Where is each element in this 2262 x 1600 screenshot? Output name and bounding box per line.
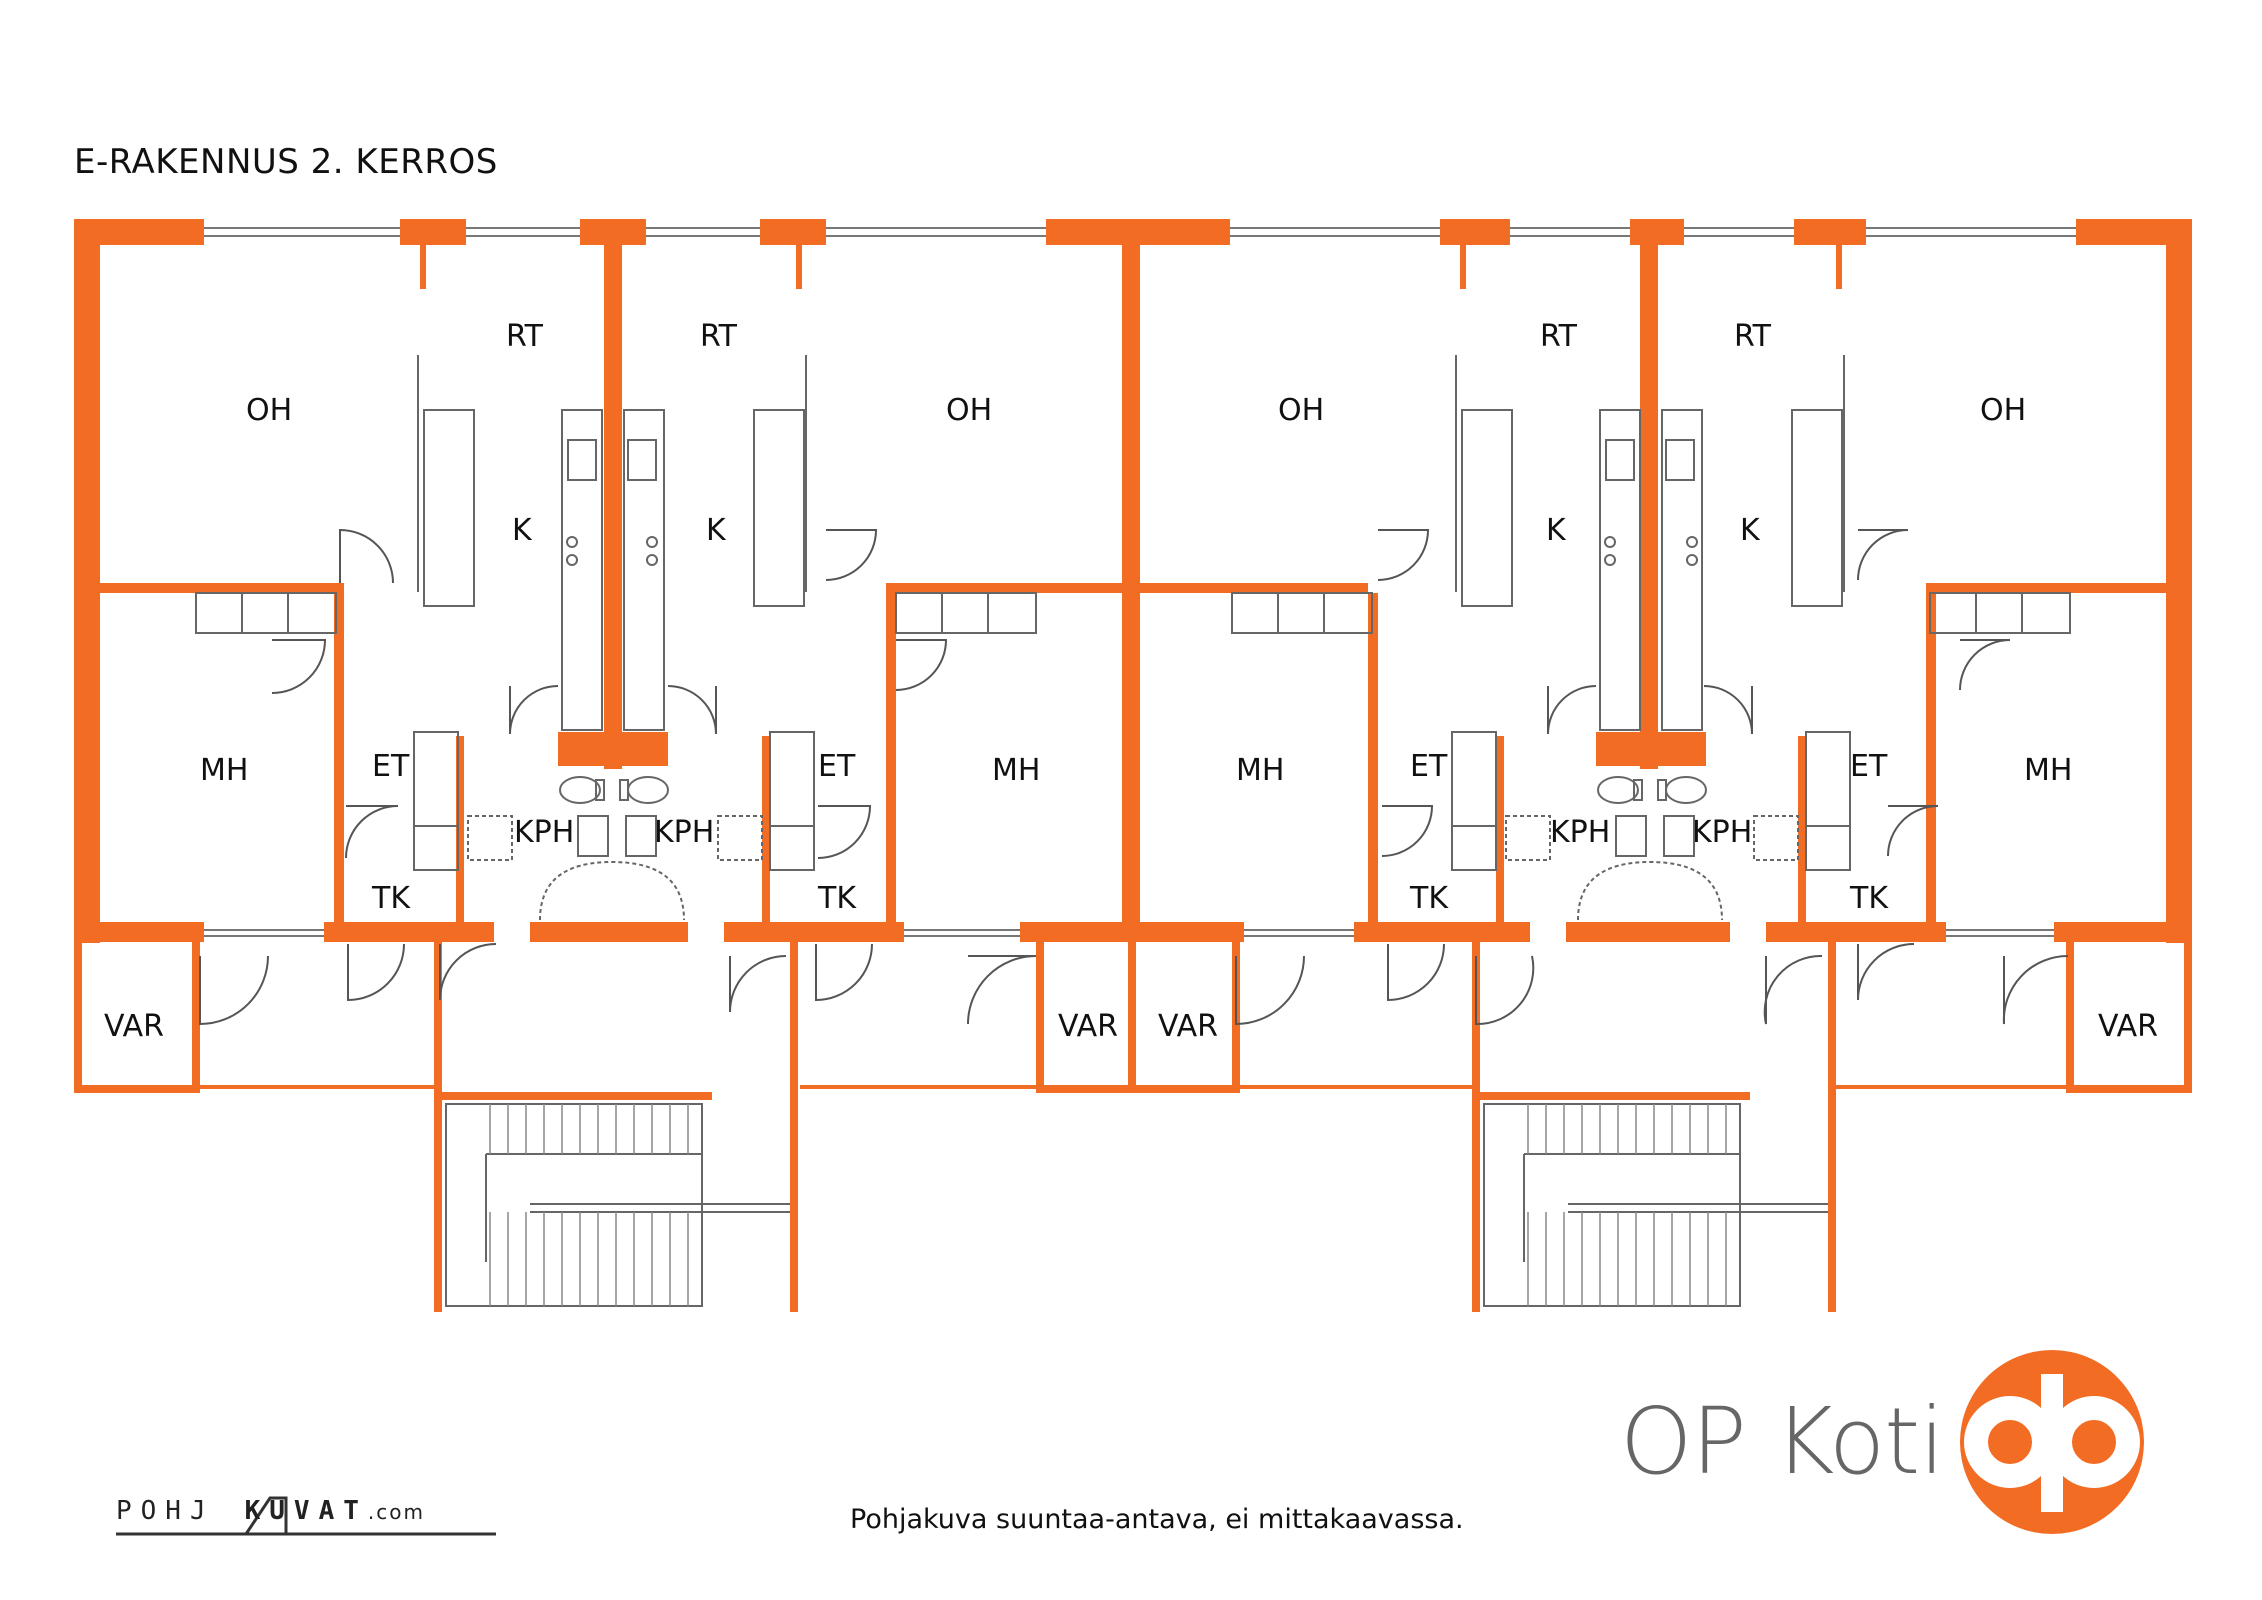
op-logo-icon xyxy=(1960,1350,2144,1534)
stairs-right xyxy=(1483,1103,1828,1307)
room-oh: OH xyxy=(246,393,292,428)
room-kph: KPH xyxy=(1692,815,1752,850)
fixtures xyxy=(195,355,2071,921)
room-et: ET xyxy=(1410,749,1448,784)
brand-name: OP Koti xyxy=(1620,1388,1945,1495)
room-oh: OH xyxy=(1980,393,2026,428)
stairs-left xyxy=(445,1103,790,1307)
room-kph: KPH xyxy=(514,815,574,850)
watermark-right: KUVAT xyxy=(244,1496,368,1526)
room-rt: RT xyxy=(700,319,738,354)
room-rt: RT xyxy=(1734,319,1772,354)
room-labels: OH RT K MH ET KPH TK VAR OH RT K MH ET K… xyxy=(104,319,2158,1044)
room-var: VAR xyxy=(1058,1009,1118,1044)
window-lines xyxy=(204,227,2076,937)
room-kph: KPH xyxy=(1550,815,1610,850)
room-mh: MH xyxy=(1236,753,1284,788)
room-var: VAR xyxy=(2098,1009,2158,1044)
stair-steps-left xyxy=(489,1104,689,1306)
plan-title: E-RAKENNUS 2. KERROS xyxy=(74,142,498,182)
room-tk: TK xyxy=(1409,881,1449,916)
room-var: VAR xyxy=(1158,1009,1218,1044)
watermark-left: POHJ xyxy=(116,1496,215,1526)
doors xyxy=(199,528,2069,1026)
room-rt: RT xyxy=(1540,319,1578,354)
room-kph: KPH xyxy=(654,815,714,850)
watermark-lines xyxy=(116,1496,496,1536)
room-k: K xyxy=(512,513,533,548)
watermark: POHJ KUVAT.com xyxy=(116,1496,425,1526)
watermark-suffix: .com xyxy=(367,1500,425,1524)
room-mh: MH xyxy=(992,753,1040,788)
room-tk: TK xyxy=(371,881,411,916)
room-et: ET xyxy=(818,749,856,784)
room-var: VAR xyxy=(104,1009,164,1044)
room-oh: OH xyxy=(946,393,992,428)
room-et: ET xyxy=(372,749,410,784)
room-mh: MH xyxy=(2024,753,2072,788)
room-oh: OH xyxy=(1278,393,1324,428)
room-mh: MH xyxy=(200,753,248,788)
room-tk: TK xyxy=(1849,881,1889,916)
room-tk: TK xyxy=(817,881,857,916)
room-k: K xyxy=(706,513,727,548)
room-et: ET xyxy=(1850,749,1888,784)
room-rt: RT xyxy=(506,319,544,354)
stair-steps-right xyxy=(1527,1104,1727,1306)
windows xyxy=(204,219,2076,942)
room-k: K xyxy=(1546,513,1567,548)
room-k: K xyxy=(1740,513,1761,548)
footer-note: Pohjakuva suuntaa-antava, ei mittakaavas… xyxy=(850,1504,1464,1535)
walls xyxy=(74,219,2192,1312)
